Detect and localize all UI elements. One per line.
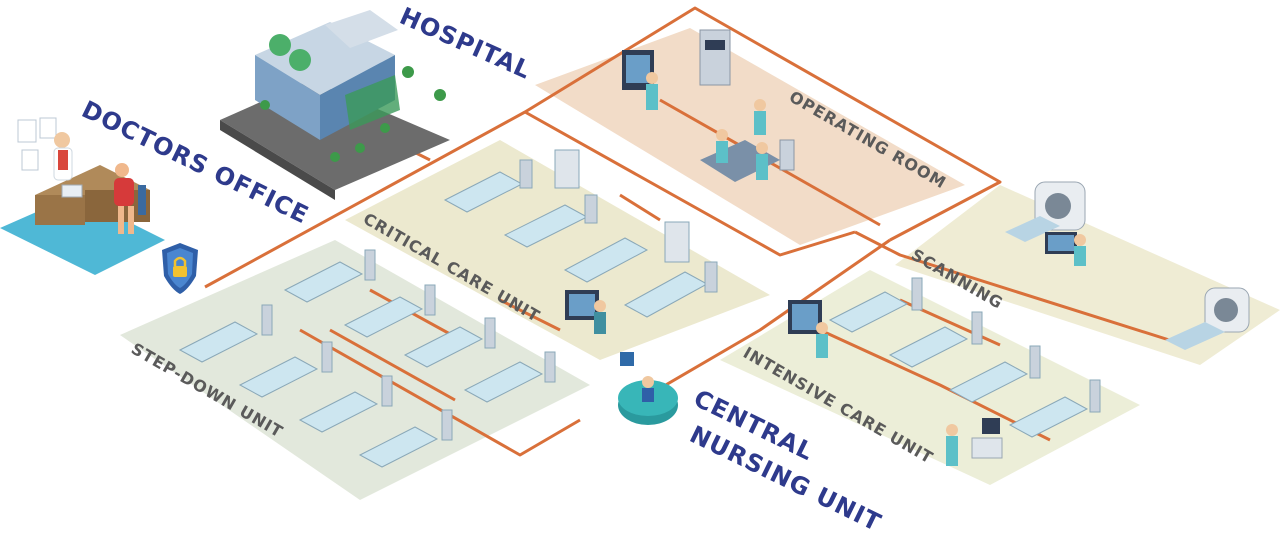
shield-lock-icon bbox=[162, 243, 198, 294]
central-nursing-station bbox=[618, 352, 678, 425]
hospital-label: HOSPITAL bbox=[396, 2, 536, 85]
